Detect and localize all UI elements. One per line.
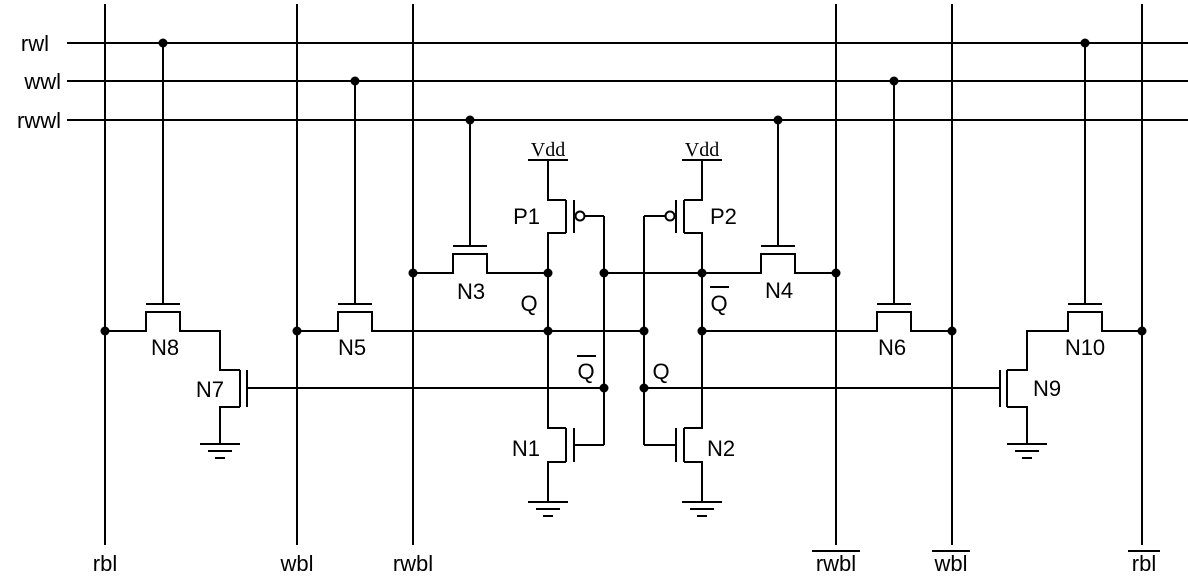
n1-label: N1	[512, 436, 540, 461]
n2-label: N2	[707, 436, 735, 461]
wbl-bar-label: wbl	[933, 551, 967, 576]
n4-label: N4	[765, 278, 793, 303]
n8-channel-wire	[105, 311, 240, 371]
n10-channel-wire	[1007, 311, 1142, 371]
rbl-label: rbl	[93, 551, 117, 576]
transistor-n7: N7	[196, 370, 604, 444]
junction-qbar-lower	[697, 326, 707, 336]
wwl-label: wwl	[23, 69, 61, 94]
p2-source	[684, 160, 703, 201]
junction-rblbar-n10	[1137, 326, 1147, 336]
transistor-p2: P2	[644, 160, 737, 233]
transistor-p1: P1	[513, 160, 604, 233]
transistor-n10: N10	[1007, 43, 1142, 371]
bitline-wbl-bar: wbl	[932, 4, 970, 576]
junction-q-lower	[543, 326, 553, 336]
wbl-label: wbl	[279, 551, 313, 576]
n6-label: N6	[878, 335, 906, 360]
node-label-q-lower: Q	[652, 359, 669, 384]
junction-qbar-gate-wire	[599, 268, 609, 278]
junction-wwl-n6	[889, 76, 899, 86]
junction-wblbar-n6	[947, 326, 957, 336]
q-upper-label: Q	[520, 291, 537, 316]
vdd-left-label: Vdd	[531, 139, 565, 161]
junction-wbl-n5	[292, 326, 302, 336]
wordline-rwl: rwl	[21, 31, 1188, 56]
n1-source	[547, 461, 566, 502]
junction-rwbl-n3	[408, 268, 418, 278]
junction-rwblbar-n4	[831, 268, 841, 278]
n7-source	[219, 406, 240, 444]
transistor-n9: N9	[644, 370, 1061, 444]
junction-n9-gate-q	[639, 383, 649, 393]
transistor-n4: N4	[604, 120, 836, 303]
transistor-n8: N8	[105, 43, 240, 371]
n5-channel-wire	[297, 311, 644, 332]
n5-label: N5	[338, 335, 366, 360]
n3-label: N3	[457, 279, 485, 304]
qbar-upper-label: Q	[710, 291, 727, 316]
n10-label: N10	[1065, 335, 1105, 360]
junction-qbar-p2-drain	[697, 268, 707, 278]
rwbl-label: rwbl	[393, 551, 433, 576]
qbar-lower-label: Q	[577, 359, 594, 384]
node-label-qbar-upper: Q	[710, 286, 729, 316]
junction-rwl-n8	[158, 38, 168, 48]
p2-label: P2	[710, 204, 737, 229]
rwbl-bar-label: rwbl	[816, 551, 856, 576]
n9-label: N9	[1033, 376, 1061, 401]
vdd-right-label: Vdd	[685, 139, 719, 161]
bitline-rbl-bar: rbl	[1128, 4, 1160, 576]
wordline-wwl: wwl	[23, 69, 1188, 94]
ground-symbol-n2	[682, 501, 722, 517]
junction-rwl-n10	[1080, 38, 1090, 48]
rbl-bar-label: rbl	[1132, 551, 1156, 576]
n4-channel-wire	[604, 253, 836, 274]
ground-symbol-n1	[528, 501, 568, 517]
transistor-n2: N2	[644, 428, 735, 502]
junction-rwwl-n4	[773, 115, 783, 125]
power-vdd-left: Vdd	[528, 139, 568, 161]
junction-q-p1-drain	[543, 268, 553, 278]
rwwl-label: rwwl	[17, 108, 61, 133]
junction-n7-gate-qbar	[599, 383, 609, 393]
power-vdd-right: Vdd	[682, 139, 722, 161]
bitline-rbl: rbl	[93, 4, 117, 576]
ground-symbol-n7	[200, 443, 240, 459]
p1-label: P1	[513, 204, 540, 229]
junction-q-gate-wire	[639, 326, 649, 336]
n9-source	[1007, 406, 1028, 444]
node-label-qbar-lower: Q	[577, 355, 596, 384]
transistor-n1: N1	[512, 428, 604, 502]
junction-wwl-n5	[350, 76, 360, 86]
p2-gate-bubble	[664, 210, 676, 222]
n3-channel-wire	[413, 253, 548, 274]
n8-label: N8	[151, 335, 179, 360]
junction-dots	[100, 38, 1147, 393]
transistor-n6: N6	[702, 81, 952, 360]
bitline-rwbl: rwbl	[393, 4, 433, 576]
junction-rwwl-n3	[465, 115, 475, 125]
n7-label: N7	[196, 377, 224, 402]
rwl-label: rwl	[21, 31, 49, 56]
wordline-rwwl: rwwl	[17, 108, 1188, 133]
n6-channel-wire	[702, 311, 952, 332]
transistor-n5: N5	[297, 81, 644, 360]
bitline-wbl: wbl	[279, 4, 314, 576]
ground-symbol-n9	[1007, 443, 1047, 459]
junction-rbl-n8	[100, 326, 110, 336]
transistor-n3: N3	[413, 120, 548, 304]
p1-gate-bubble	[574, 210, 586, 222]
bitline-rwbl-bar: rwbl	[812, 4, 860, 576]
node-label-q-upper: Q	[520, 291, 537, 316]
n2-source	[684, 461, 703, 502]
p1-source	[547, 160, 566, 201]
q-lower-label: Q	[652, 359, 669, 384]
